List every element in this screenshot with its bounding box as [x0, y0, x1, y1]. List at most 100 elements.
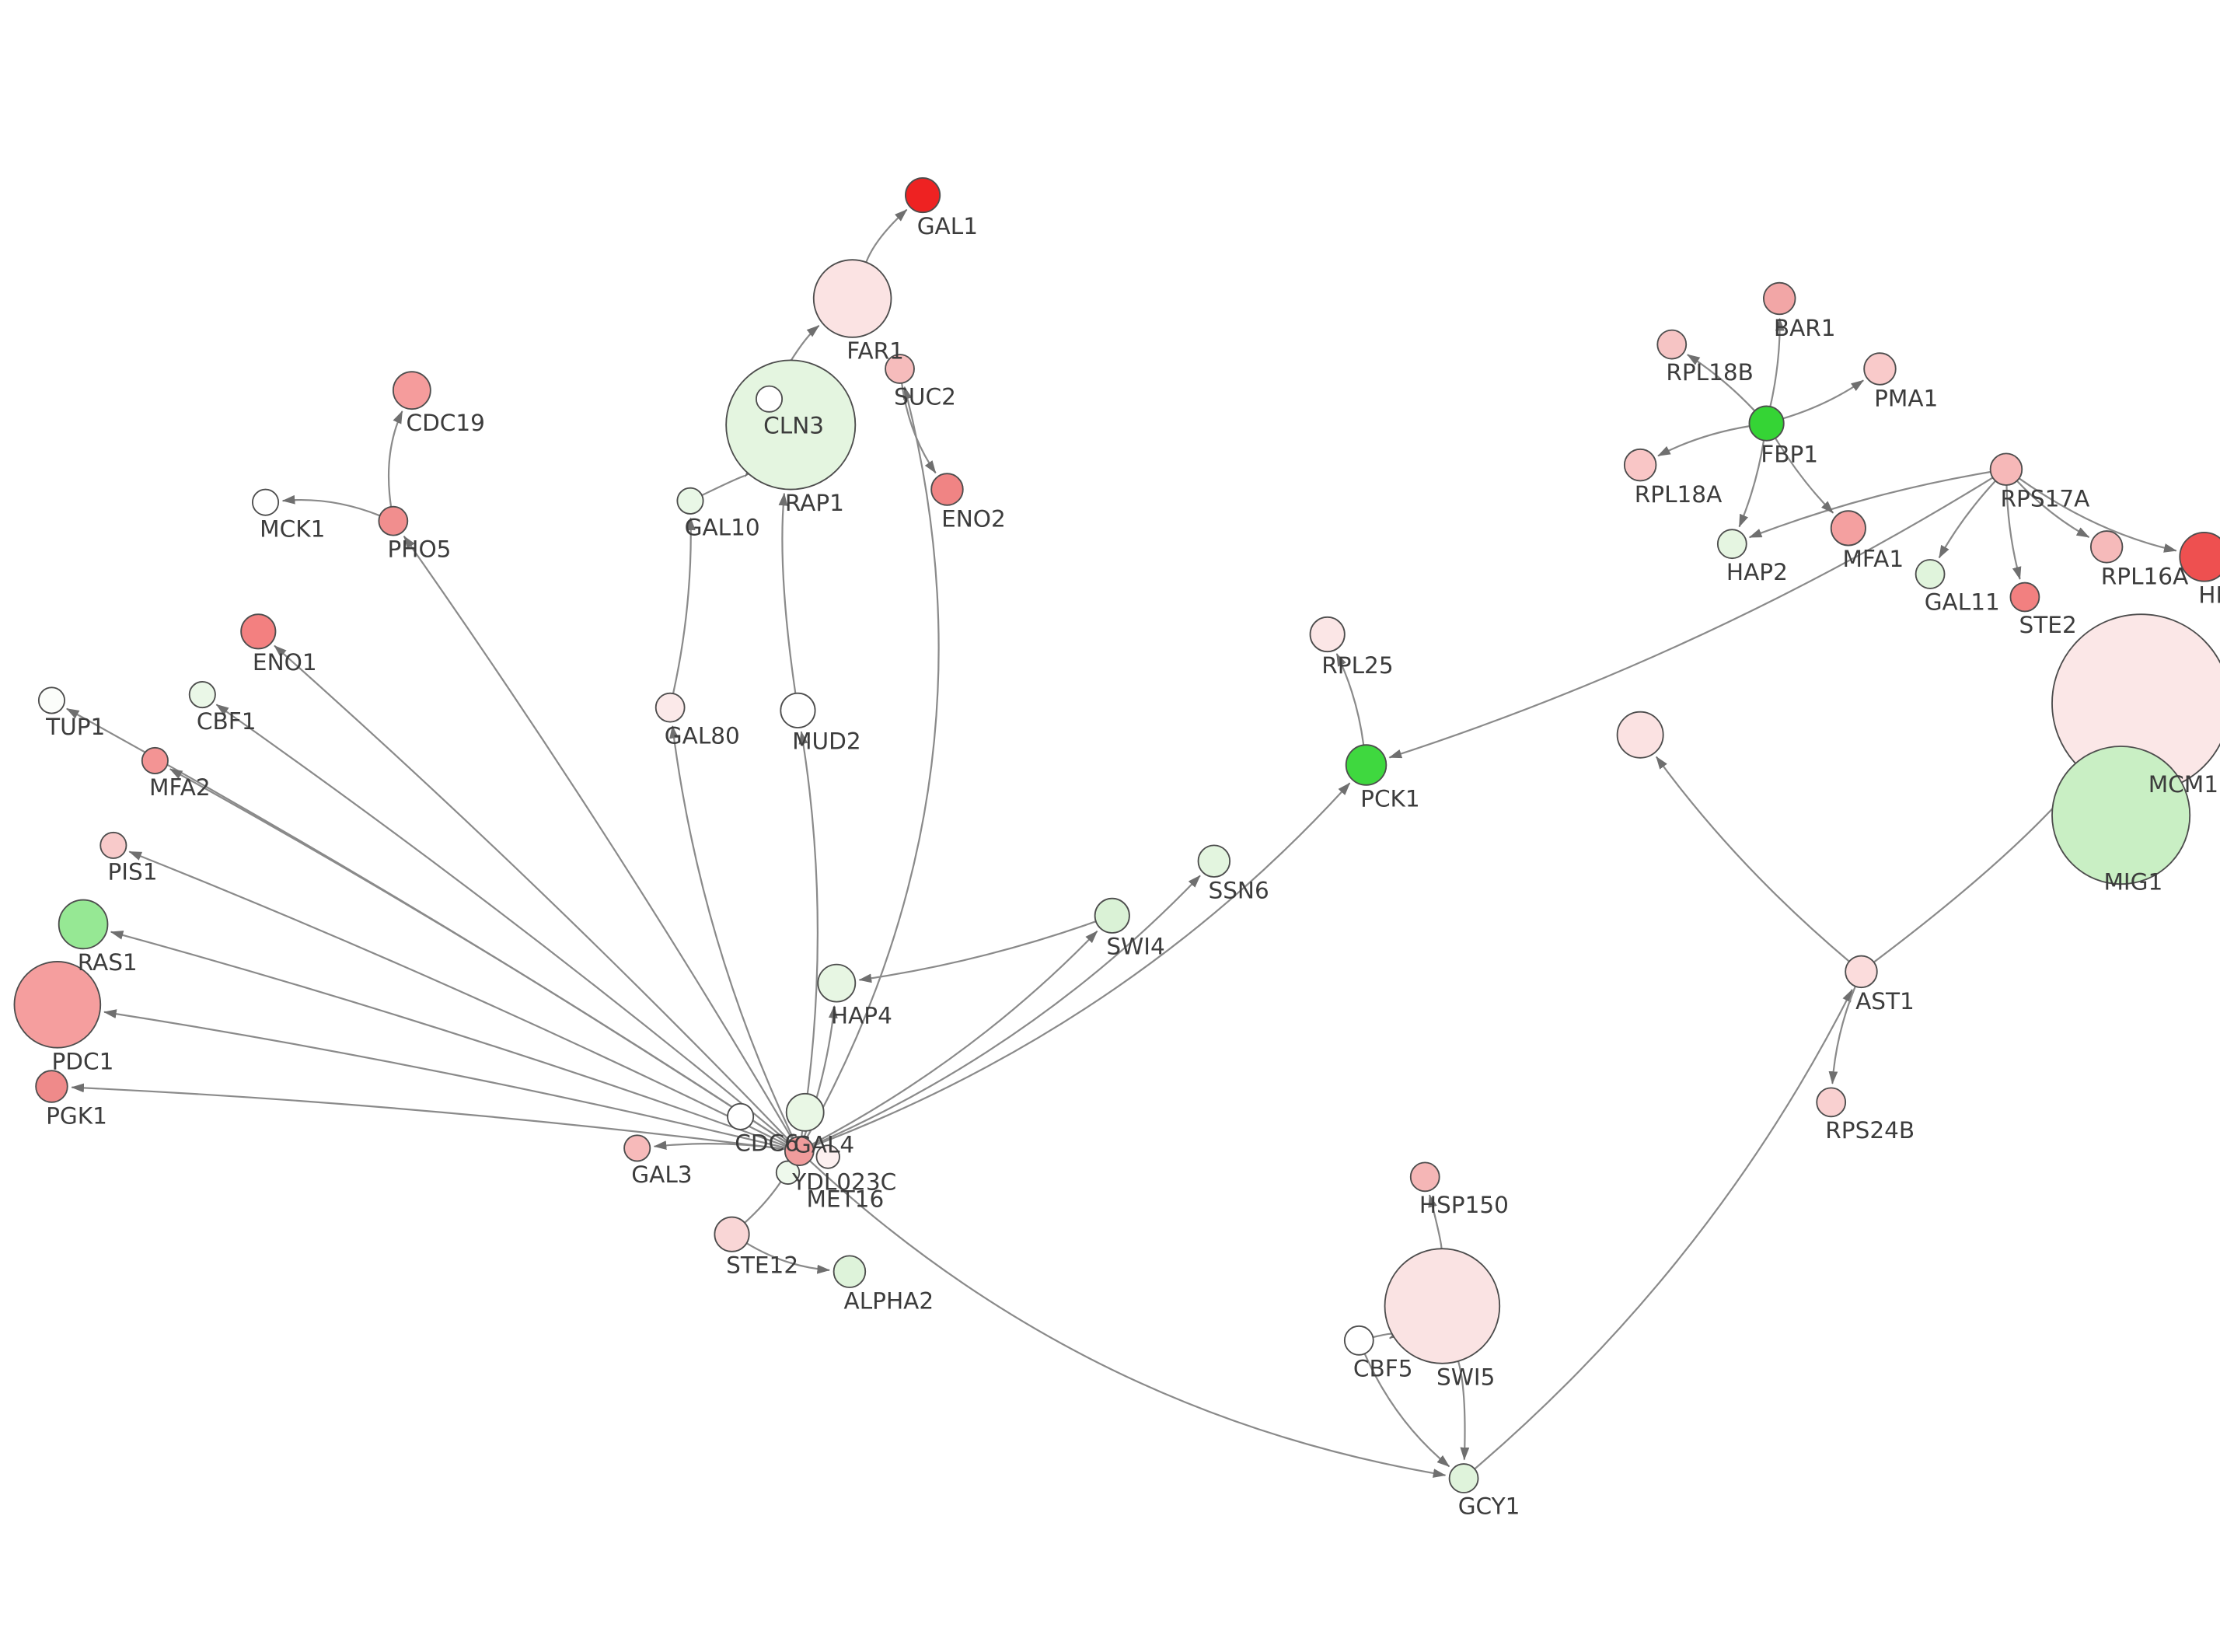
edge-gal80-gal10[interactable] — [672, 517, 696, 694]
node-unk1[interactable] — [1616, 711, 1664, 759]
edge-rps17a-gal11[interactable] — [1938, 480, 1996, 559]
node-gcy1[interactable] — [1448, 1463, 1479, 1493]
node-gal4[interactable] — [784, 1136, 815, 1166]
edge-rps17a-rpl16a[interactable] — [2016, 480, 2090, 538]
node-mfa2[interactable] — [141, 746, 169, 774]
node-tup1[interactable] — [37, 686, 66, 714]
node-swi5[interactable] — [1384, 1248, 1501, 1364]
edge-gal4-swi4[interactable] — [812, 931, 1098, 1145]
edge-ast1-mcm1[interactable] — [1873, 774, 2083, 963]
node-ste2[interactable] — [2009, 582, 2040, 613]
edge-gal4-gcy1[interactable] — [809, 1160, 1447, 1478]
node-rpl25[interactable] — [1309, 616, 1346, 653]
node-gal10[interactable] — [676, 487, 704, 515]
node-ydl023c[interactable] — [815, 1144, 840, 1169]
edge-gal4-mfa2[interactable] — [169, 768, 788, 1144]
edge-gal4-gal3[interactable] — [653, 1140, 786, 1151]
node-met16[interactable] — [775, 1160, 801, 1185]
edge-gal4-mud2[interactable] — [798, 731, 819, 1137]
edge-gal4-ras1[interactable] — [110, 931, 787, 1147]
node-pma1[interactable] — [1863, 352, 1897, 386]
edge-mud2-rap1[interactable] — [778, 492, 797, 694]
edge-ste12-alpha2[interactable] — [745, 1242, 830, 1274]
node-hap4[interactable] — [817, 963, 857, 1003]
edge-gal4-pis1[interactable] — [128, 850, 787, 1146]
edge-gal4-pho5[interactable] — [403, 535, 793, 1140]
node-fbp1[interactable] — [1748, 405, 1785, 442]
edge-gal4-pck1[interactable] — [812, 782, 1351, 1147]
edge-fbp1-hap2[interactable] — [1738, 440, 1765, 528]
edge-swi5-gcy1[interactable] — [1457, 1360, 1470, 1461]
node-rps17a[interactable] — [1989, 452, 2023, 486]
node-ras1[interactable] — [58, 899, 109, 950]
edge-pck1-rpl25[interactable] — [1335, 653, 1365, 746]
edge-gal4-eno1[interactable] — [274, 644, 791, 1142]
node-swi4[interactable] — [1094, 897, 1130, 934]
edge-fbp1-pma1[interactable] — [1782, 379, 1864, 420]
node-rpl16a[interactable] — [2089, 530, 2124, 564]
node-cbf1[interactable] — [188, 680, 216, 709]
node-far1[interactable] — [812, 259, 892, 338]
node-mig1[interactable] — [2051, 746, 2191, 885]
edge-suc2-eno2[interactable] — [901, 382, 937, 474]
node-hsp150[interactable] — [1409, 1161, 1440, 1193]
node-bar1[interactable] — [1762, 281, 1796, 316]
node-alpha2[interactable] — [832, 1255, 867, 1288]
edge-rps17a-hap2[interactable] — [1748, 470, 1991, 539]
edge-fbp1-mfa1[interactable] — [1775, 438, 1834, 514]
node-gal80[interactable] — [654, 692, 686, 723]
edge-swi5-hsp150[interactable] — [1428, 1194, 1443, 1249]
node-ssn6[interactable] — [1197, 844, 1231, 878]
node-his4[interactable] — [2179, 532, 2220, 582]
node-rpl18a[interactable] — [1623, 448, 1657, 482]
edge-pho5-mck1[interactable] — [281, 494, 381, 517]
edge-fbp1-rpl18b[interactable] — [1687, 354, 1756, 412]
edge-gal10-rap1[interactable] — [701, 464, 757, 497]
node-ast1[interactable] — [1845, 955, 1878, 989]
edge-rps17a-his4[interactable] — [2018, 477, 2177, 553]
edge-cbf5-gcy1[interactable] — [1363, 1353, 1450, 1468]
node-cbf5[interactable] — [1343, 1325, 1374, 1356]
node-pis1[interactable] — [99, 831, 127, 859]
node-gal3[interactable] — [623, 1134, 651, 1162]
node-unk2[interactable] — [785, 1092, 825, 1132]
node-hap2[interactable] — [1716, 529, 1747, 560]
node-pdc1[interactable] — [13, 960, 102, 1049]
edge-cbf5-swi5[interactable] — [1372, 1328, 1403, 1339]
node-mck1[interactable] — [252, 488, 280, 516]
edge-rps17a-pck1[interactable] — [1388, 477, 1994, 759]
edge-ast1-rps24b[interactable] — [1828, 986, 1856, 1084]
edge-gal4-pgk1[interactable] — [71, 1083, 786, 1151]
edge-far1-gal1[interactable] — [865, 208, 908, 263]
edge-gal4-cbf1[interactable] — [215, 704, 789, 1143]
node-suc2[interactable] — [885, 354, 915, 384]
node-eno1[interactable] — [240, 613, 277, 650]
node-cln3[interactable] — [756, 385, 784, 413]
edge-gal4-ssn6[interactable] — [812, 875, 1201, 1147]
edge-rps17a-ste2[interactable] — [2005, 484, 2022, 580]
edge-gal4-pdc1[interactable] — [103, 1009, 786, 1149]
edge-gal4-gal80[interactable] — [669, 725, 794, 1139]
edge-gcy1-ast1[interactable] — [1474, 989, 1853, 1470]
node-eno2[interactable] — [930, 473, 964, 506]
node-rpl18b[interactable] — [1656, 329, 1688, 360]
node-gal11[interactable] — [1915, 559, 1946, 589]
node-cdc19[interactable] — [392, 371, 431, 410]
edge-ast1-unk1[interactable] — [1655, 756, 1850, 962]
edge-fbp1-rpl18a[interactable] — [1657, 425, 1751, 457]
node-gal1[interactable] — [905, 176, 941, 214]
node-mud2[interactable] — [780, 692, 816, 728]
edge-gal4-suc2[interactable] — [805, 386, 940, 1140]
node-pho5[interactable] — [378, 505, 409, 536]
node-rps24b[interactable] — [1816, 1087, 1847, 1118]
node-pck1[interactable] — [1345, 744, 1388, 786]
node-cdc6[interactable] — [727, 1102, 755, 1130]
node-ste12[interactable] — [714, 1216, 750, 1252]
node-pgk1[interactable] — [35, 1070, 68, 1103]
edge-pho5-cdc19[interactable] — [387, 410, 403, 508]
edge-fbp1-bar1[interactable] — [1769, 317, 1785, 407]
edge-swi4-hap4[interactable] — [858, 920, 1097, 983]
node-mfa1[interactable] — [1830, 510, 1866, 547]
